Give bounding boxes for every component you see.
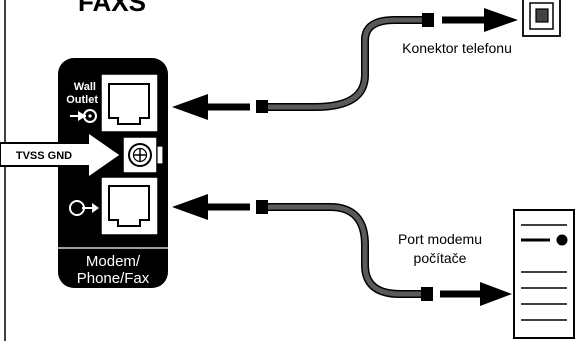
- cable-plug: [422, 13, 434, 27]
- lower-phone-cable: [256, 200, 433, 301]
- wall-label: Wall: [74, 81, 96, 93]
- cable-plug: [256, 200, 268, 214]
- tvss-gnd-arrow: TVSS GND: [0, 130, 123, 180]
- arrow-out-of-port-icon: [69, 200, 99, 216]
- upper-phone-cable: [256, 13, 434, 113]
- panel-caption-line1: Modem/: [86, 253, 141, 270]
- ground-screw-icon: [122, 136, 164, 174]
- computer-port-label-line2: počítače: [414, 250, 467, 266]
- arrow-to-phone-jack: [172, 194, 250, 220]
- panel-caption-line2: Phone/Fax: [77, 270, 150, 287]
- tvss-gnd-label: TVSS GND: [16, 150, 72, 162]
- cable-plug: [421, 287, 433, 301]
- diagram-heading: FAXS: [78, 0, 146, 17]
- outlet-label: Outlet: [66, 94, 98, 106]
- arrow-to-computer: [440, 282, 512, 306]
- arrow-to-wall-jack: [442, 8, 518, 32]
- computer-tower-icon: [513, 209, 575, 339]
- computer-port-label-line1: Port modemu: [398, 231, 482, 247]
- modem-phone-fax-panel: Wall Outlet Modem/ Phone/Fax: [58, 58, 168, 288]
- wall-outlet-jack: [100, 73, 159, 133]
- wall-jack-icon: [522, 0, 561, 37]
- arrow-into-outlet-icon: [70, 109, 97, 123]
- wall-jack-label: Konektor telefonu: [402, 40, 512, 56]
- phone-jack: [100, 176, 159, 236]
- cable-plug: [256, 100, 268, 113]
- arrow-to-wall-outlet: [172, 94, 250, 120]
